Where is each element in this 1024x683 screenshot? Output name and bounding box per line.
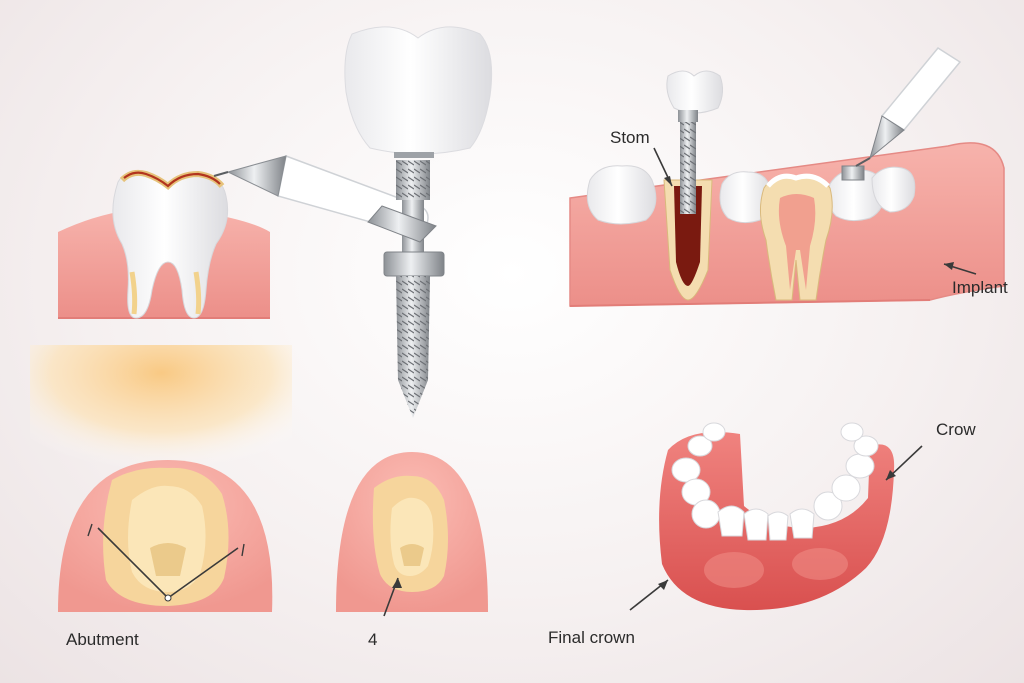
lower-jaw-icon xyxy=(629,422,923,611)
label-stom: Stom xyxy=(610,128,650,147)
label-abutment: Abutment xyxy=(66,630,139,649)
healed-socket-illustration xyxy=(336,452,488,617)
label-crow: Crow xyxy=(936,420,976,439)
label-final-crown: Final crown xyxy=(548,628,635,647)
molar-tooth-icon xyxy=(112,169,229,319)
label-implant: Implant xyxy=(952,278,1008,297)
abutment-dome-illustration xyxy=(30,345,292,612)
label-four: 4 xyxy=(368,630,378,649)
dental-drill-icon xyxy=(367,205,437,243)
jaw-cross-section xyxy=(569,47,1005,307)
dental-implant-icon xyxy=(344,26,493,418)
